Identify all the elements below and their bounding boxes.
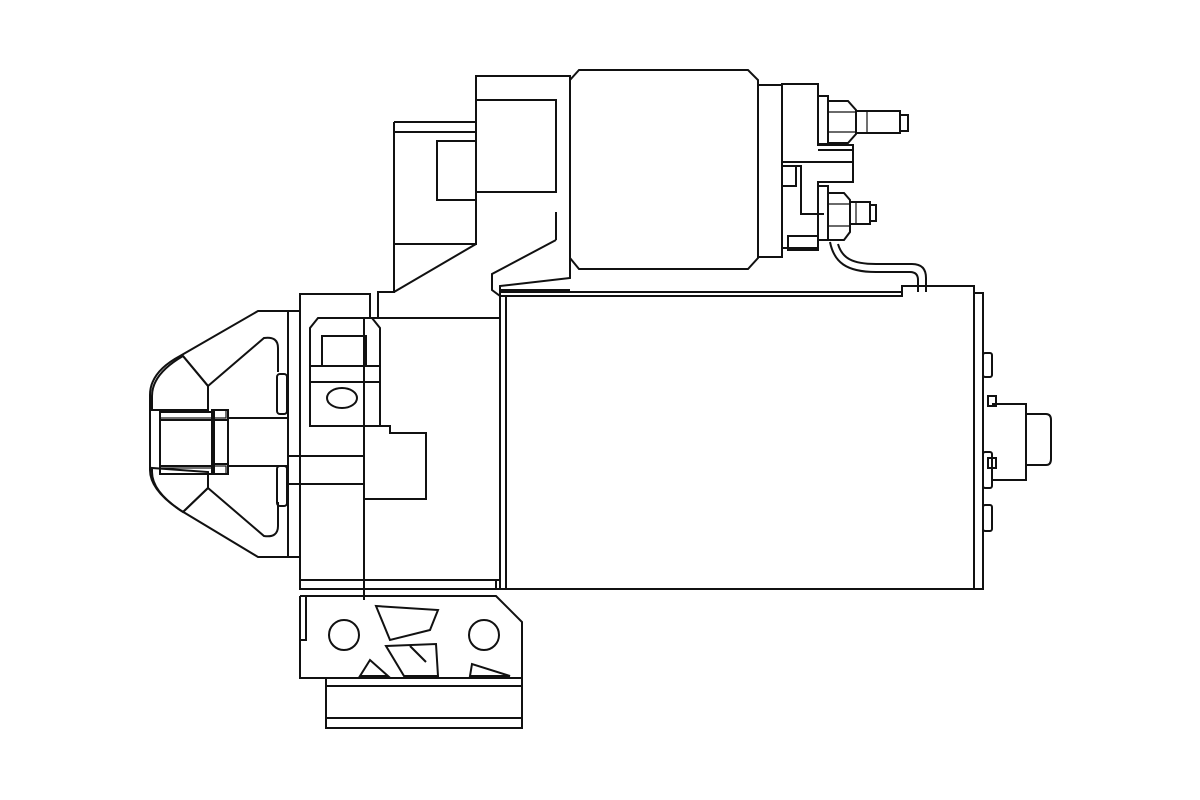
end-cap-bolts (982, 352, 997, 532)
solenoid-mount-bracket (377, 75, 571, 319)
plunger-link (363, 425, 427, 500)
control-terminal-stud (817, 185, 877, 241)
mounting-pad (325, 677, 523, 729)
mounting-flange (299, 595, 523, 679)
battery-terminal-stud (817, 95, 909, 145)
pinion-gear (159, 411, 215, 475)
nose-inner-profile (182, 336, 279, 538)
nose-bolt-slots (276, 373, 288, 507)
output-shaft (228, 417, 365, 485)
field-wire (829, 241, 927, 292)
drive-end-housing (299, 293, 501, 600)
solenoid-housing (569, 69, 854, 270)
pinion-collar (211, 409, 229, 475)
rear-bearing-boss (992, 403, 1052, 481)
shift-lever-pivot (309, 317, 381, 427)
motor-housing (499, 285, 984, 590)
